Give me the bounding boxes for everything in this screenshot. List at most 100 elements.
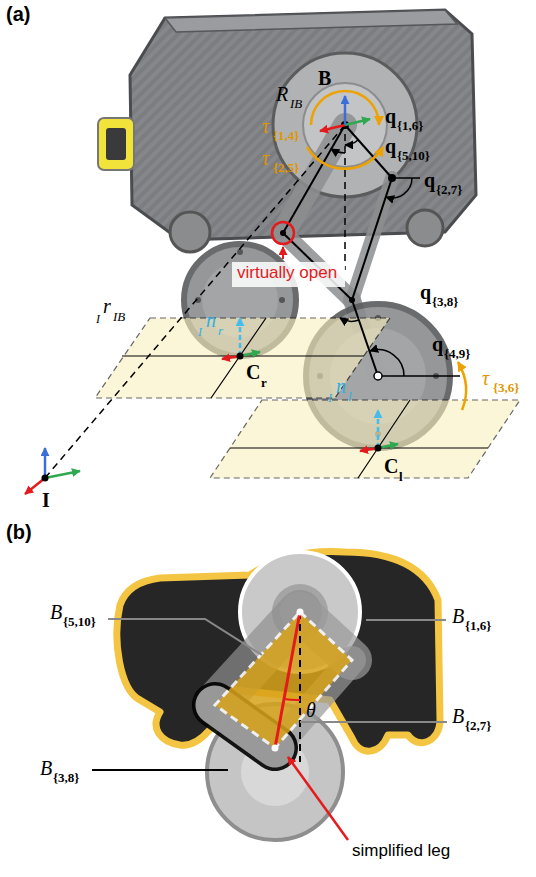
panel-label: (a) bbox=[6, 4, 30, 24]
body-subscript: {3,8} bbox=[53, 771, 80, 784]
frame-prefix: I bbox=[328, 392, 332, 404]
sensor bbox=[98, 118, 134, 170]
kinematic-link bbox=[352, 300, 378, 376]
torque-arc bbox=[311, 91, 379, 125]
angle-symbol: θ bbox=[306, 700, 316, 720]
open-joint-marker bbox=[272, 222, 294, 244]
callout-arrow bbox=[282, 247, 284, 259]
frame-name: I bbox=[42, 490, 50, 510]
joint-subscript: {5,10} bbox=[397, 149, 430, 162]
joint-point bbox=[272, 745, 279, 752]
frame-prefix: I bbox=[96, 313, 100, 325]
frame-subscript: IB bbox=[290, 97, 302, 110]
contact-point-name: C bbox=[246, 362, 260, 382]
torque-subscript: {3,6} bbox=[493, 381, 520, 394]
body-wheel bbox=[170, 212, 210, 252]
joint-symbol: q bbox=[424, 170, 435, 190]
torque-symbol: τ bbox=[482, 368, 489, 388]
callout-arrow bbox=[288, 757, 348, 840]
joint-symbol: q bbox=[385, 136, 396, 156]
frame-axis bbox=[345, 119, 370, 125]
angle-arc bbox=[345, 140, 358, 145]
joint-subscript: {4,9} bbox=[444, 347, 471, 360]
torque-symbol: τ bbox=[262, 148, 269, 168]
frame-axis bbox=[45, 471, 80, 478]
contact-point-name: C bbox=[384, 456, 398, 476]
body-subscript: {1,6} bbox=[465, 619, 492, 632]
contact-point bbox=[375, 445, 382, 452]
frame-axis bbox=[320, 125, 345, 131]
joint-point bbox=[388, 174, 396, 182]
joint-point bbox=[374, 372, 382, 380]
joint-symbol: q bbox=[420, 282, 431, 302]
callout-text: simplified leg bbox=[352, 842, 450, 859]
normal-subscript: r bbox=[218, 324, 223, 337]
joint-point bbox=[349, 297, 355, 303]
joint-point bbox=[280, 230, 286, 236]
frame-symbol: R bbox=[276, 84, 288, 104]
normal-vector bbox=[239, 318, 242, 356]
leader-line bbox=[366, 619, 446, 621]
normal-symbol: n bbox=[206, 310, 216, 330]
four-bar bbox=[215, 612, 352, 748]
kinematic-link bbox=[345, 125, 392, 178]
ground-plane bbox=[210, 400, 520, 478]
ground-grid bbox=[230, 447, 488, 448]
leader-line bbox=[300, 721, 447, 723]
ground-plane bbox=[95, 318, 390, 398]
body-subscript: {2,7} bbox=[465, 719, 492, 732]
torque-symbol: τ bbox=[262, 116, 269, 136]
torque-arrow bbox=[458, 362, 466, 410]
vector-subscript: IB bbox=[113, 310, 125, 323]
angle-arc bbox=[284, 699, 300, 700]
angle-arc bbox=[340, 318, 359, 321]
sensor-lens bbox=[106, 128, 126, 160]
frame-name: B bbox=[318, 68, 331, 88]
torque-arc bbox=[307, 147, 383, 169]
frame-axis bbox=[44, 448, 47, 478]
annotation-text: virtually open bbox=[237, 264, 340, 283]
simplified-leg-line bbox=[275, 612, 300, 748]
joint-symbol: q bbox=[432, 334, 443, 354]
wheel-hole bbox=[237, 249, 243, 255]
body-subscript: {5,10} bbox=[63, 615, 96, 628]
joint-subscript: {2,7} bbox=[436, 183, 463, 196]
body-symbol: B bbox=[40, 758, 52, 778]
joint-subscript: {3,8} bbox=[432, 295, 459, 308]
body-wheel bbox=[407, 210, 443, 246]
robot-body bbox=[130, 10, 476, 240]
annotation-box: virtually open bbox=[232, 262, 345, 287]
joint-point bbox=[297, 609, 304, 616]
frame-axis bbox=[344, 96, 347, 125]
normal-symbol: n bbox=[336, 376, 346, 396]
torque-subscript: {1,4} bbox=[273, 129, 300, 142]
body-symbol: B bbox=[50, 602, 62, 622]
body-symbol: B bbox=[452, 606, 464, 626]
leader-line bbox=[92, 769, 228, 771]
contact-subscript: r bbox=[261, 376, 267, 389]
reference-line bbox=[392, 177, 420, 179]
body-symbol: B bbox=[452, 706, 464, 726]
vertical-reference bbox=[299, 612, 301, 762]
kinematic-link bbox=[352, 178, 392, 300]
torque-subscript: {2,5} bbox=[273, 161, 300, 174]
contact-point bbox=[237, 353, 244, 360]
joint-symbol: q bbox=[385, 106, 396, 126]
contact-subscript: l bbox=[399, 470, 403, 483]
coupler-link bbox=[352, 178, 392, 300]
position-vector bbox=[45, 125, 345, 478]
normal-subscript: l bbox=[348, 390, 352, 403]
ground-grid bbox=[211, 318, 266, 398]
reference-line bbox=[378, 375, 460, 377]
angle-arc bbox=[331, 149, 345, 153]
panel-label: (b) bbox=[6, 522, 32, 542]
vector-symbol: r bbox=[103, 296, 111, 316]
ground-grid bbox=[358, 400, 410, 478]
origin-point bbox=[42, 475, 49, 482]
top-plate bbox=[165, 10, 457, 32]
joint-subscript: {1,6} bbox=[397, 119, 424, 132]
leader-line bbox=[108, 619, 262, 655]
wheel-hole bbox=[279, 297, 285, 303]
normal-vector bbox=[377, 410, 380, 448]
